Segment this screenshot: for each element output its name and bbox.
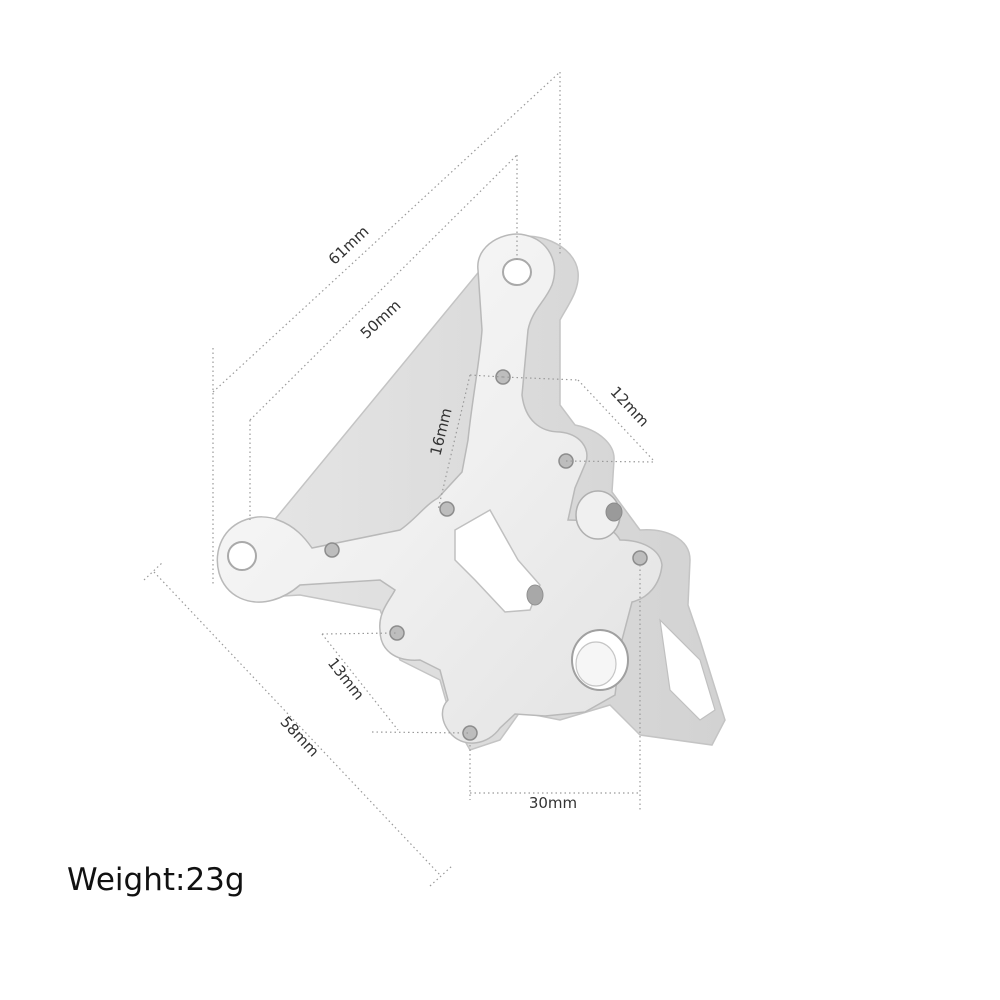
dim-50-label: 50mm: [357, 296, 405, 342]
dim-30-label: 30mm: [529, 794, 577, 812]
weight-label: Weight:23g: [67, 862, 245, 898]
bracket-face: [216, 233, 663, 744]
dim-12-label: 12mm: [607, 383, 653, 431]
dimension-lines: [143, 71, 656, 887]
dim-13-label: 13mm: [324, 654, 368, 703]
dim-61-label: 61mm: [325, 222, 373, 268]
dim-58-label: 58mm: [277, 713, 323, 761]
bracket-part: [216, 233, 726, 751]
